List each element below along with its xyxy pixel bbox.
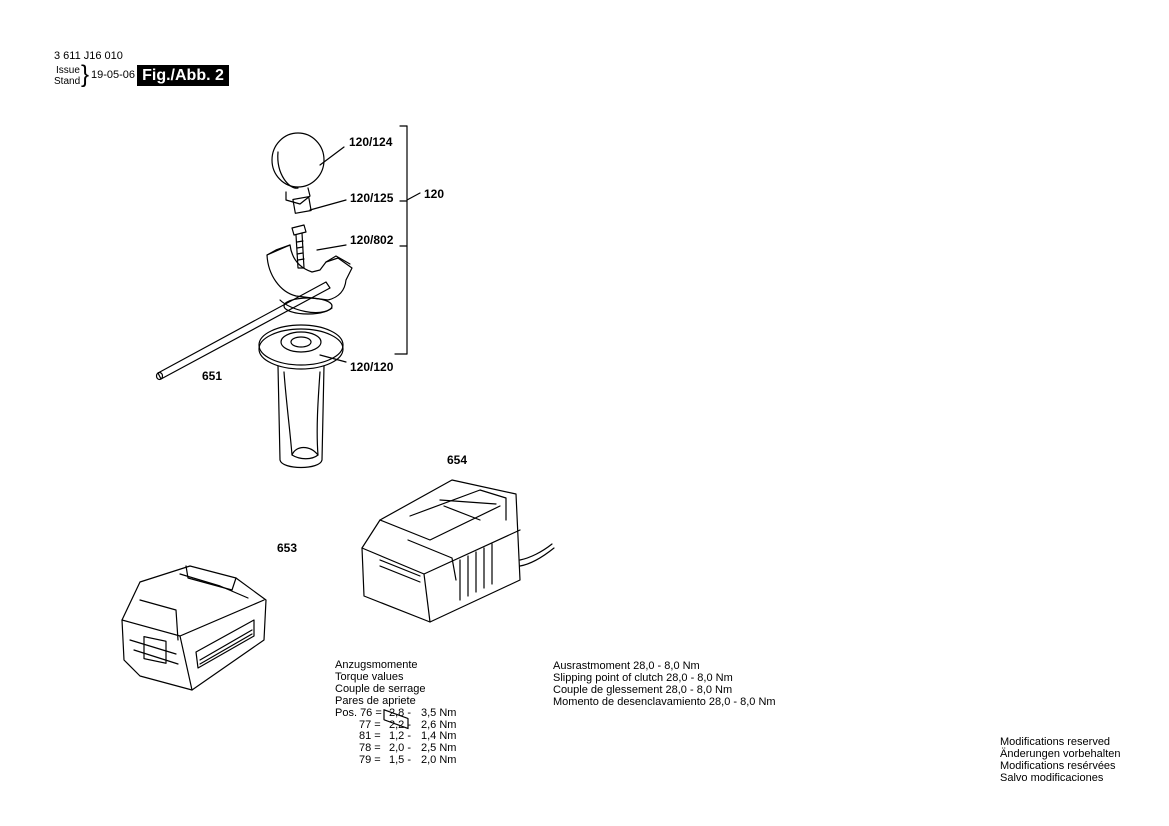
part-label-653: 653 (277, 541, 298, 555)
leader-120-802 (316, 244, 347, 251)
modifications-fr: Modifications resérvées (1000, 759, 1116, 772)
part-label-120-125: 120/125 (350, 191, 394, 205)
torque-row: Pos. 76 = 2,8 - 3,5 Nm (335, 706, 457, 719)
torque-row: 78 = 2,0 - 2,5 Nm (359, 742, 457, 755)
figure-label: Fig./Abb. 2 (137, 65, 229, 86)
clutch-values-block: Ausrastmoment 28,0 - 8,0 Nm Slipping poi… (553, 660, 813, 709)
clamp-holder (266, 244, 353, 315)
torque-title-de: Anzugsmomente (335, 659, 418, 671)
stand-label: Stand (54, 76, 81, 87)
battery-charger (361, 479, 555, 730)
torque-title-es: Pares de apriete (335, 694, 416, 707)
issue-label: Issue (56, 65, 80, 76)
modifications-en: Modifications reserved (1000, 736, 1111, 748)
clutch-line-en: Slipping point of clutch 28,0 - 8,0 Nm (553, 671, 733, 684)
guard-disc (258, 324, 344, 370)
part-label-651: 651 (202, 369, 223, 383)
part-label-120-802: 120/802 (350, 233, 394, 247)
brace-symbol: } (81, 61, 90, 88)
leader-120-125 (309, 199, 347, 211)
document-number: 3 611 J16 010 (54, 50, 123, 62)
modifications-es: Salvo modificaciones (1000, 771, 1104, 784)
clutch-line-fr: Couple de glessement 28,0 - 8,0 Nm (553, 683, 733, 696)
torque-title-fr: Couple de serrage (335, 682, 426, 695)
battery-pack (121, 565, 267, 691)
part-label-654: 654 (447, 453, 468, 467)
torque-row: 77 = 2,2 - 2,6 Nm (359, 718, 457, 731)
clutch-line-es: Momento de desenclavamiento 28,0 - 8,0 N… (553, 695, 776, 708)
torque-row: 81 = 1,2 - 1,4 Nm (359, 730, 457, 743)
strap-clamp (271, 132, 325, 214)
part-label-120-124: 120/124 (349, 135, 393, 149)
modifications-de: Änderungen vorbehalten (1000, 747, 1121, 760)
issue-date: 19-05-06 (91, 69, 136, 81)
depth-rod (155, 281, 331, 381)
torque-row: 79 = 1,5 - 2,0 Nm (359, 754, 457, 767)
clamp-screw (291, 224, 307, 269)
torque-title-en: Torque values (335, 670, 404, 683)
modifications-block: Modifications reserved Änderungen vorbeh… (1000, 736, 1160, 785)
part-label-120: 120 (424, 187, 445, 201)
auxiliary-handle (277, 365, 325, 469)
part-label-120-120: 120/120 (350, 360, 394, 374)
group-bracket (394, 125, 421, 355)
torque-values-block: Anzugsmomente Torque values Couple de se… (335, 659, 515, 767)
clutch-line-de: Ausrastmoment 28,0 - 8,0 Nm (553, 660, 700, 672)
